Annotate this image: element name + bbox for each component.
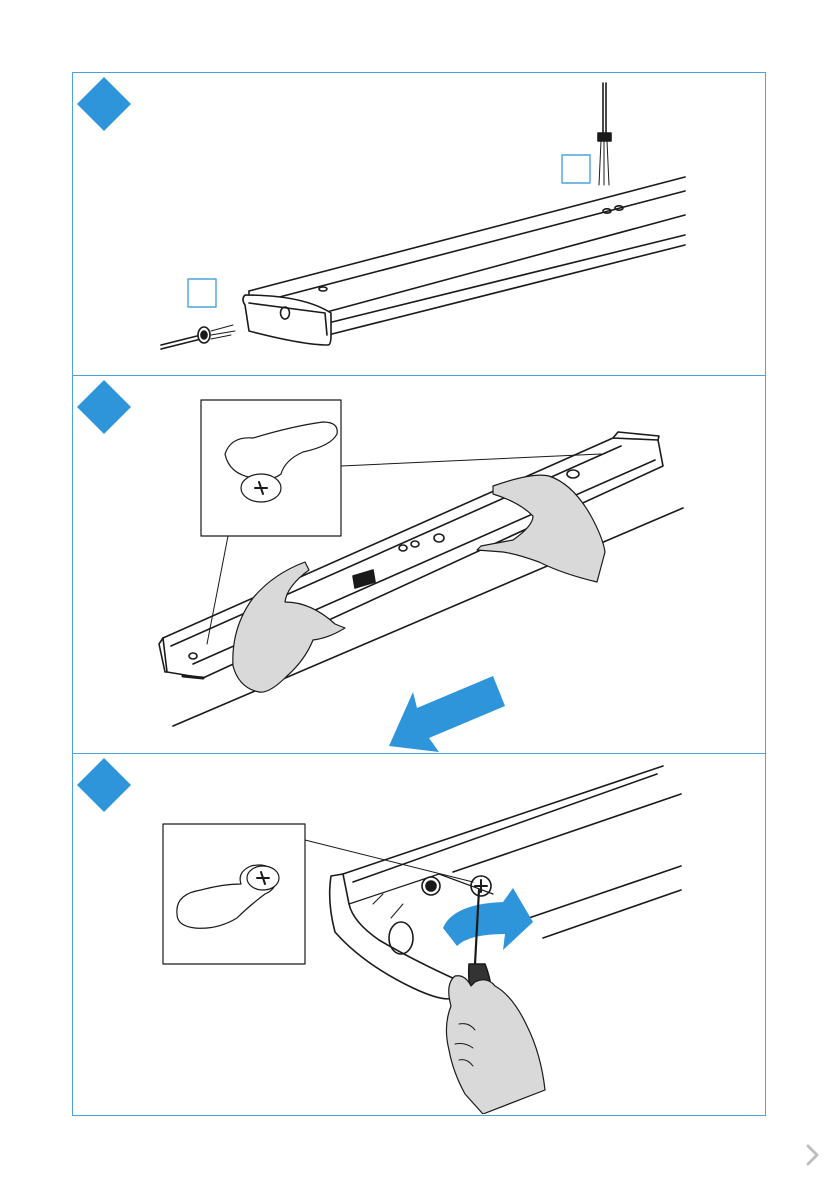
hand	[446, 976, 545, 1114]
step-1-illustration	[73, 73, 765, 375]
detail-inset	[163, 824, 305, 964]
step-panel-1	[73, 73, 765, 375]
step-3-illustration	[73, 754, 765, 1114]
chevron-right-icon[interactable]	[802, 1142, 822, 1168]
direction-arrow	[389, 676, 505, 752]
step-panel-2	[73, 375, 765, 754]
luminaire-side-top	[249, 191, 685, 305]
step-panel-3	[73, 753, 765, 1116]
detail-inset	[201, 400, 341, 536]
instruction-frame	[72, 72, 766, 1116]
step-2-illustration	[73, 376, 765, 754]
end-cap	[243, 295, 331, 345]
callout-box	[188, 279, 216, 307]
callout-box	[562, 155, 590, 183]
rotate-arrow	[443, 888, 533, 950]
